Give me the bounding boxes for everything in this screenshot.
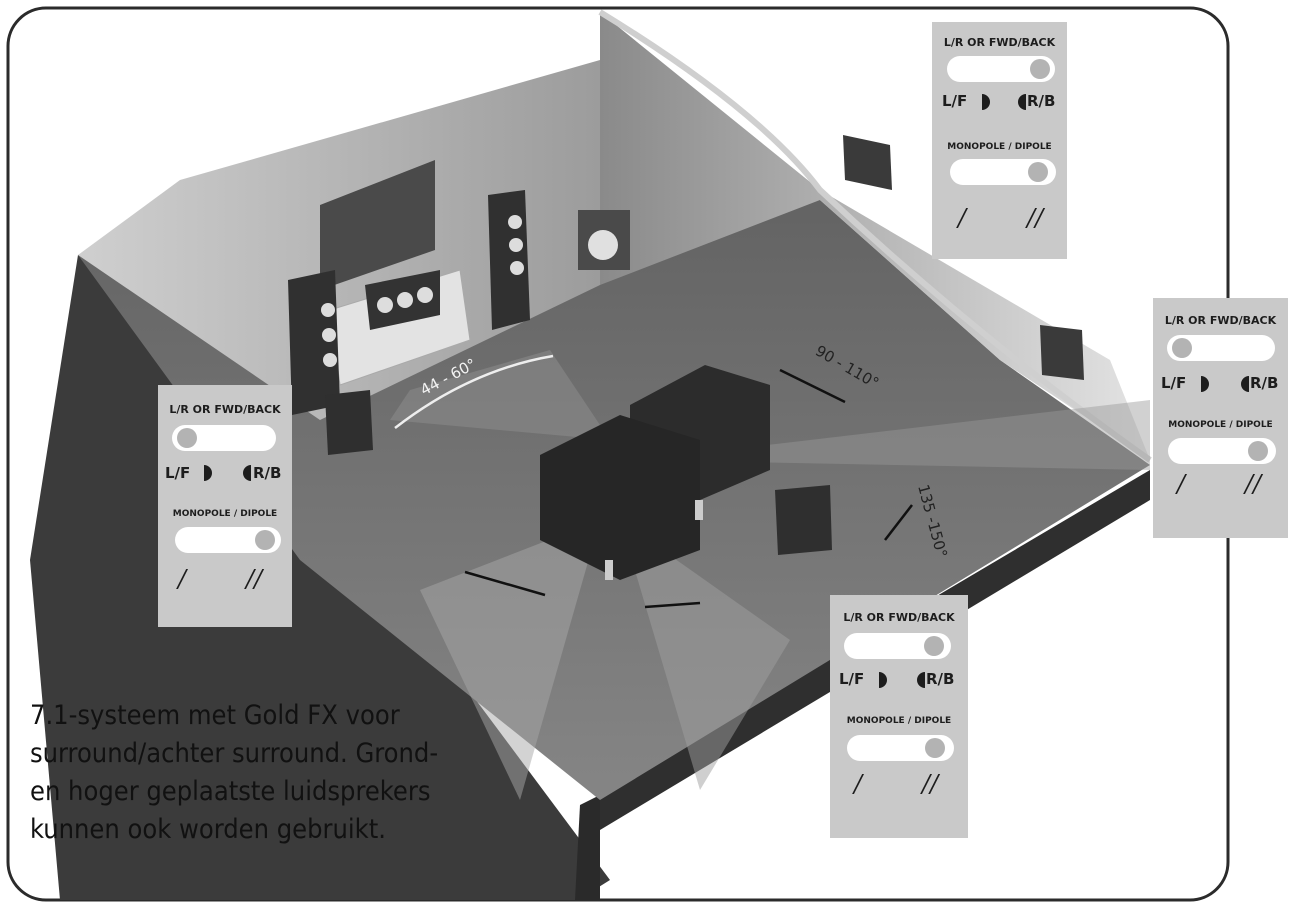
right-wall-speaker: [1040, 325, 1084, 380]
center-driver: [397, 292, 413, 308]
caption-line: surround/achter surround. Grond-: [30, 738, 439, 769]
dipole-symbol: //: [246, 565, 263, 593]
orientation-switch[interactable]: [844, 633, 951, 659]
left-surround-speaker: [325, 390, 373, 455]
switch-knob[interactable]: [1248, 441, 1268, 461]
caption-line: 7.1-systeem met Gold FX voor: [30, 700, 400, 731]
left-half-circle-icon: [879, 672, 887, 688]
orientation-switch[interactable]: [947, 56, 1055, 82]
mode-header: MONOPOLE / DIPOLE: [947, 142, 1052, 152]
left-half-circle-icon: [204, 465, 212, 481]
orientation-switch[interactable]: [172, 425, 276, 451]
panel-header: L/R OR FWD/BACK: [843, 611, 955, 624]
switch-panel-side-right: L/R OR FWD/BACK L/F R/B MONOPOLE / DIPOL…: [1153, 298, 1288, 538]
mode-switch[interactable]: [950, 159, 1056, 185]
rear-left-arrow: [464, 570, 546, 597]
rear-right-speaker: [775, 485, 832, 555]
switch-knob[interactable]: [924, 636, 944, 656]
switch-panel-rear: L/R OR FWD/BACK L/F R/B MONOPOLE / DIPOL…: [830, 595, 968, 838]
mode-switch[interactable]: [1168, 438, 1276, 464]
dipole-symbol: //: [922, 770, 939, 798]
orientation-switch[interactable]: [1167, 335, 1275, 361]
rear-fan-right: [620, 520, 790, 790]
front-fan: [390, 350, 610, 440]
mode-switch[interactable]: [847, 735, 954, 761]
mode-header: MONOPOLE / DIPOLE: [172, 509, 278, 519]
right-back-label: R/B: [253, 464, 282, 482]
right-half-circle-icon: [917, 672, 925, 688]
switch-knob[interactable]: [1028, 162, 1048, 182]
sofa-front-seat: [540, 415, 700, 580]
floor-slab-bottom: [575, 795, 600, 900]
monopole-symbol: /: [958, 204, 967, 232]
panel-header: L/R OR FWD/BACK: [169, 403, 281, 416]
left-front-label: L/F: [839, 670, 865, 688]
right-half-circle-icon: [1018, 94, 1026, 110]
left-front-label: L/F: [165, 464, 191, 482]
caption-line: en hoger geplaatste luidsprekers: [30, 776, 431, 807]
mode-switch[interactable]: [175, 527, 281, 553]
rear-center-arrow: [644, 601, 701, 609]
caption-line: kunnen ook worden gebruikt.: [30, 814, 386, 845]
center-driver: [377, 297, 393, 313]
switch-panel-front-right: L/R OR FWD/BACK L/F R/B MONOPOLE / DIPOL…: [932, 22, 1067, 259]
switch-knob[interactable]: [1172, 338, 1192, 358]
panel-header: L/R OR FWD/BACK: [943, 36, 1056, 49]
switch-knob[interactable]: [925, 738, 945, 758]
rear-fan-left: [420, 520, 600, 800]
right-half-circle-icon: [1241, 376, 1249, 392]
center-driver: [417, 287, 433, 303]
left-half-circle-icon: [982, 94, 990, 110]
switch-panel-side-left: L/R OR FWD/BACK L/F R/B MONOPOLE / DIPOL…: [158, 385, 292, 627]
rear-angle-arrow: [884, 504, 913, 541]
panel-header: L/R OR FWD/BACK: [1164, 314, 1277, 327]
tv-screen: [320, 160, 435, 290]
right-wall-curve: [598, 9, 1152, 463]
front-left-tower: [288, 270, 340, 415]
side-angle-arrow: [779, 368, 846, 404]
right-back-label: R/B: [926, 670, 955, 688]
left-half-circle-icon: [1201, 376, 1209, 392]
mode-header: MONOPOLE / DIPOLE: [846, 716, 952, 726]
left-front-label: L/F: [942, 92, 968, 110]
front-right-tower: [488, 190, 530, 330]
right-back-label: R/B: [1027, 92, 1056, 110]
switch-knob[interactable]: [255, 530, 275, 550]
left-front-label: L/F: [1161, 374, 1187, 392]
front-right-wall-speaker: [843, 135, 892, 190]
caption: 7.1-systeem met Gold FX voor surround/ac…: [30, 697, 470, 849]
front-angle-arc: [394, 354, 554, 429]
dipole-symbol: //: [1027, 204, 1044, 232]
dipole-symbol: //: [1245, 470, 1262, 498]
mode-header: MONOPOLE / DIPOLE: [1168, 420, 1273, 430]
monopole-symbol: /: [178, 565, 187, 593]
monopole-symbol: /: [854, 770, 863, 798]
switch-knob[interactable]: [177, 428, 197, 448]
monopole-symbol: /: [1177, 470, 1186, 498]
right-back-label: R/B: [1250, 374, 1279, 392]
switch-knob[interactable]: [1030, 59, 1050, 79]
right-half-circle-icon: [243, 465, 251, 481]
right-wall: [600, 12, 1150, 460]
